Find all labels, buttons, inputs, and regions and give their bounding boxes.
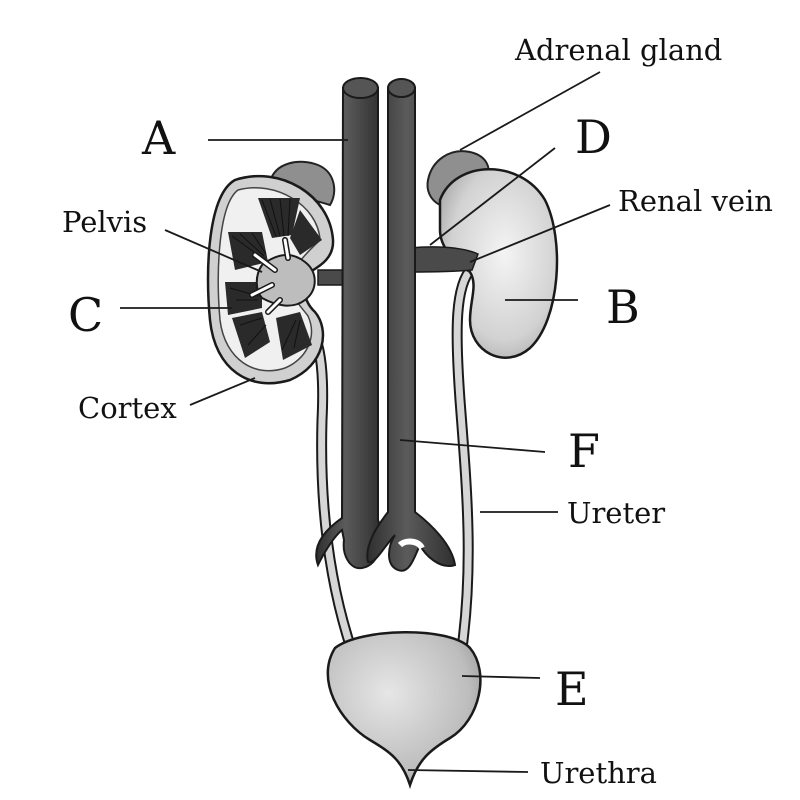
renal-vessel-right	[409, 246, 479, 273]
label-renal-vein: Renal vein	[618, 184, 773, 218]
vessel-F	[366, 78, 457, 572]
label-F: F	[568, 424, 600, 478]
label-A: A	[142, 111, 176, 165]
label-D: D	[575, 110, 612, 164]
urinary-bladder	[326, 631, 482, 790]
label-E: E	[555, 662, 589, 716]
label-adrenal-gland: Adrenal gland	[515, 33, 723, 67]
label-B: B	[606, 280, 640, 334]
kidney-left-section	[206, 174, 335, 385]
label-ureter: Ureter	[567, 496, 666, 530]
label-C: C	[68, 288, 104, 342]
label-pelvis: Pelvis	[62, 205, 148, 239]
label-urethra: Urethra	[540, 756, 657, 790]
leader-lines	[120, 71, 611, 773]
label-cortex: Cortex	[78, 391, 177, 425]
ureter-right	[451, 264, 477, 649]
